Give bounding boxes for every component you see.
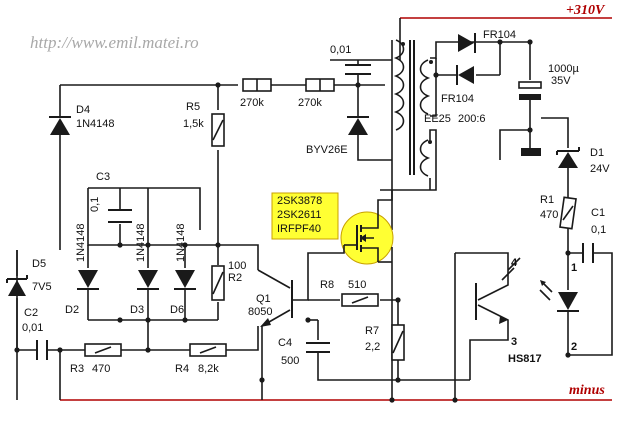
capacitor-001-top: 0,01: [330, 44, 392, 85]
c4-value: 500: [281, 355, 299, 367]
optocoupler-hs817: 4 3 HS817: [454, 252, 542, 400]
d5-value: 7V5: [32, 281, 52, 293]
q1-value: 8050: [248, 306, 272, 318]
r4-value: 8,2k: [198, 363, 219, 375]
diode-byv26e: BYV26E: [306, 85, 392, 161]
r1-ref: R1: [540, 194, 554, 206]
cap-35v-label: 35V: [551, 75, 571, 87]
pin4-label: 4: [511, 257, 518, 269]
positive-rail-label: +310V: [566, 3, 606, 18]
resistor-r1: R1 470: [540, 194, 577, 230]
diode-d4: D4 1N4148: [49, 104, 115, 140]
resistor-r5: R5 1,5k: [183, 85, 225, 245]
r-270k-b-label: 270k: [298, 97, 322, 109]
capacitor-c1: C1 0,1: [568, 207, 613, 356]
mosfet-option-2: 2SK2611: [277, 209, 321, 221]
r2-value: 100: [228, 260, 246, 272]
c4-ref: C4: [278, 337, 292, 349]
resistor-r4: R4 8,2k: [175, 343, 227, 375]
r5-ref: R5: [186, 101, 200, 113]
c3-ref: C3: [96, 171, 110, 183]
diode-fr104-b: FR104: [436, 42, 501, 105]
r2-ref: R2: [228, 272, 242, 284]
c1-value: 0,1: [591, 224, 606, 236]
r-270k-a-label: 270k: [240, 97, 264, 109]
d4-value: 1N4148: [76, 118, 115, 130]
mosfet-option-1: 2SK3878: [277, 195, 322, 207]
r4-ref: R4: [175, 363, 189, 375]
r7-ref: R7: [365, 325, 379, 337]
resistor-r8: R8 510: [308, 279, 398, 307]
d3-value: 1N4148: [135, 223, 147, 262]
d2-ref: D2: [65, 304, 79, 316]
d6-value: 1N4148: [175, 223, 187, 262]
negative-rail: minus: [60, 383, 612, 401]
diode-d6: 1N4148 D6: [170, 223, 196, 320]
resistor-270k-b: 270k: [298, 78, 335, 109]
c3-value: 0,1: [89, 197, 101, 212]
positive-rail: +310V: [399, 3, 612, 60]
r5-value: 1,5k: [183, 118, 204, 130]
mosfet-option-3: IRFPF40: [277, 223, 321, 235]
transformer-ee25: EE25 200:6: [391, 39, 486, 177]
d1-ref: D1: [590, 147, 604, 159]
r3-ref: R3: [70, 363, 84, 375]
resistor-r7: R7 2,2: [365, 300, 405, 380]
resistor-r3: R3 470: [70, 343, 122, 375]
d6-ref: D6: [170, 304, 184, 316]
optocoupler-led: 1 2: [539, 262, 579, 355]
transformer-label: EE25: [424, 113, 451, 125]
negative-rail-label: minus: [569, 383, 605, 398]
capacitor-c3: C3 0,1: [88, 171, 201, 245]
r1-value: 470: [540, 209, 558, 221]
pin3-label: 3: [511, 336, 517, 348]
mosfet: 2SK3878 2SK2611 IRFPF40: [271, 192, 394, 265]
fr104-b-label: FR104: [441, 93, 474, 105]
transistor-q1: Q1 8050: [248, 245, 345, 400]
d2-value: 1N4148: [75, 223, 87, 262]
capacitor-c4: C4 500: [278, 337, 398, 381]
r7-value: 2,2: [365, 341, 380, 353]
d4-ref: D4: [76, 104, 90, 116]
d1-value: 24V: [590, 163, 610, 175]
d3-ref: D3: [130, 304, 144, 316]
resistor-r2: 100 R2: [211, 245, 246, 320]
fr104-a-label: FR104: [483, 29, 516, 41]
c2-ref: C2: [24, 307, 38, 319]
hs817-label: HS817: [508, 353, 542, 365]
output-terminal: [521, 148, 541, 156]
resistor-270k-a: 270k: [240, 78, 272, 109]
c1-ref: C1: [591, 207, 605, 219]
website-url: http://www.emil.matei.ro: [30, 33, 199, 52]
c2-value: 0,01: [22, 322, 43, 334]
pin1-label: 1: [571, 262, 577, 274]
cap-1000u-label: 1000µ: [548, 63, 579, 75]
diode-fr104-a: FR104: [458, 29, 516, 53]
byv-label: BYV26E: [306, 144, 348, 156]
d5-ref: D5: [32, 258, 46, 270]
c-001-label: 0,01: [330, 44, 351, 56]
q1-ref: Q1: [256, 293, 271, 305]
diode-d3: 1N4148 D3: [130, 188, 159, 320]
r8-ref: R8: [320, 279, 334, 291]
r8-value: 510: [348, 279, 366, 291]
capacitor-c2: C2 0,01: [22, 307, 48, 360]
zener-d1: D1 24V: [556, 147, 610, 175]
zener-d5: D5 7V5: [6, 250, 52, 350]
junction-dots: [14, 39, 571, 403]
r3-value: 470: [92, 363, 110, 375]
capacitor-1000u: 1000µ 35V: [518, 63, 579, 100]
turns-label: 200:6: [458, 113, 486, 125]
pin2-label: 2: [571, 341, 577, 353]
diode-d2: 1N4148 D2: [65, 223, 99, 320]
